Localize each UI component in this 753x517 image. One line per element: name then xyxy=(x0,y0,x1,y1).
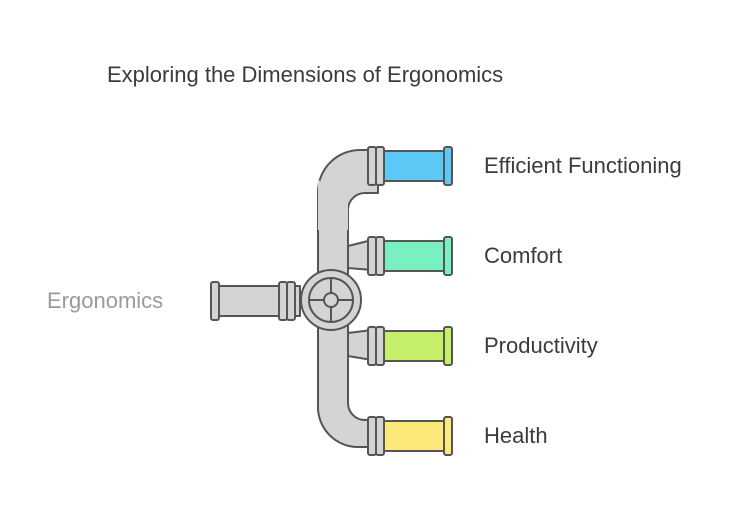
branch-label-health: Health xyxy=(484,423,548,448)
inlet-flange-2 xyxy=(286,281,296,321)
branch-stub-efficient xyxy=(318,180,348,230)
branch-efficient-functioning xyxy=(367,146,453,186)
diagram-title: Exploring the Dimensions of Ergonomics xyxy=(107,62,504,87)
branch-comfort xyxy=(367,236,453,276)
branch-health xyxy=(367,416,453,456)
inlet-end-flange xyxy=(210,281,220,321)
branch-label-efficient-functioning: Efficient Functioning xyxy=(484,153,682,178)
branch-label-productivity: Productivity xyxy=(484,333,598,358)
branch-pipe-efficient-functioning xyxy=(383,150,445,182)
branch-pipe-health xyxy=(383,420,445,452)
inlet-flange xyxy=(278,281,288,321)
valve-hub xyxy=(323,292,339,308)
branch-pipe-comfort xyxy=(383,240,445,272)
branch-pipe-productivity xyxy=(383,330,445,362)
source-label: Ergonomics xyxy=(47,288,164,313)
branch-label-comfort: Comfort xyxy=(484,243,563,268)
branch-productivity xyxy=(367,326,453,366)
